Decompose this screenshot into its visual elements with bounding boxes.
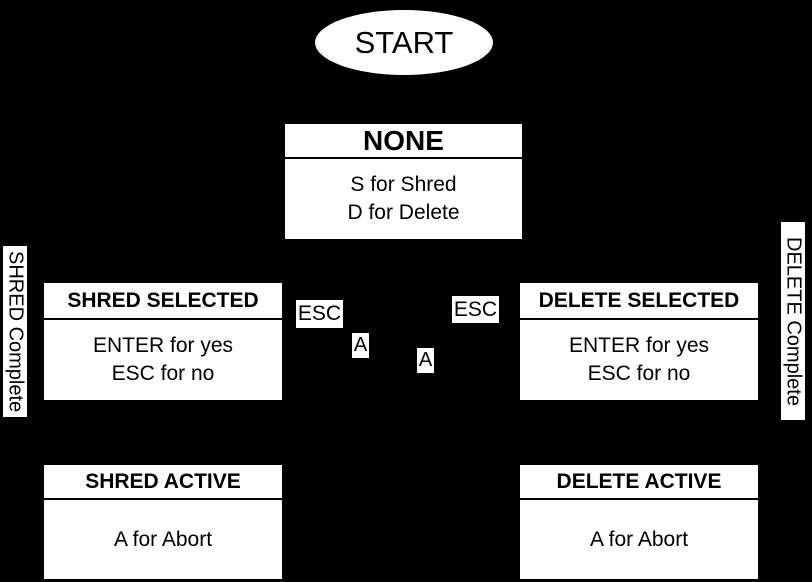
edge-label-esc-right: ESC xyxy=(452,296,499,323)
state-delete-selected-title: DELETE SELECTED xyxy=(520,283,758,320)
state-body-line: ENTER for yes xyxy=(92,334,234,357)
state-none: NONE S for Shred D for Delete xyxy=(285,124,522,239)
state-shred-active: SHRED ACTIVE A for Abort xyxy=(44,465,282,579)
state-shred-selected-title: SHRED SELECTED xyxy=(44,283,282,320)
state-delete-selected: DELETE SELECTED ENTER for yes ESC for no xyxy=(520,283,758,400)
state-delete-selected-body: ENTER for yes ESC for no xyxy=(520,320,758,400)
state-body-line: A for Abort xyxy=(113,527,213,551)
state-delete-active-body: A for Abort xyxy=(520,500,758,579)
edge-label-abort-right: A xyxy=(417,348,434,373)
edge-label-shred-complete: SHRED Complete xyxy=(3,246,27,417)
start-label: START xyxy=(354,24,454,60)
state-shred-active-body: A for Abort xyxy=(44,500,282,579)
state-body-line: ESC for no xyxy=(111,362,215,385)
state-body-line: D for Delete xyxy=(347,201,460,224)
state-delete-active: DELETE ACTIVE A for Abort xyxy=(520,465,758,579)
state-body-line: ENTER for yes xyxy=(568,334,710,357)
state-body-line: S for Shred xyxy=(350,173,457,196)
edge-label-abort-left: A xyxy=(352,333,369,358)
state-none-title: NONE xyxy=(285,124,522,159)
state-body-line: A for Abort xyxy=(589,527,689,551)
start-node: START xyxy=(315,10,493,75)
state-delete-active-title: DELETE ACTIVE xyxy=(520,465,758,500)
state-body-line: ESC for no xyxy=(587,362,691,385)
state-shred-active-title: SHRED ACTIVE xyxy=(44,465,282,500)
edge-label-delete-complete: DELETE Complete xyxy=(781,222,805,420)
state-none-body: S for Shred D for Delete xyxy=(285,159,522,239)
state-shred-selected-body: ENTER for yes ESC for no xyxy=(44,320,282,400)
state-shred-selected: SHRED SELECTED ENTER for yes ESC for no xyxy=(44,283,282,400)
edge-label-esc-left: ESC xyxy=(296,300,343,328)
